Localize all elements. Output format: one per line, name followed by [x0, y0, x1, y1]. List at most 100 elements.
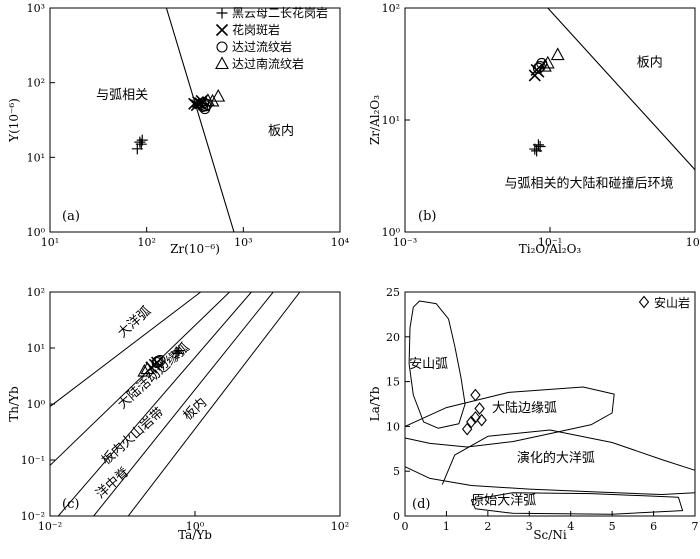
- x-tick-label: 6: [650, 520, 657, 533]
- y-axis-label: La/Yb: [368, 386, 382, 421]
- data-point-triangle: [550, 47, 565, 61]
- discrimination-line: [165, 7, 235, 233]
- data-point-plus: [170, 346, 182, 358]
- region-label: 板内火山岩带: [98, 404, 167, 468]
- region-label: 大洋弧: [115, 304, 154, 341]
- y-tick-label: 10²: [382, 2, 400, 15]
- field-boundary-line: [50, 292, 230, 466]
- tectonic-field-outline: [408, 300, 466, 429]
- tectonic-field-outline: [404, 386, 615, 448]
- legend-marker-plus: [216, 7, 228, 19]
- field-boundary-line: [50, 292, 202, 407]
- data-point-circle: [152, 355, 164, 367]
- region-label: 原始大洋弧: [471, 493, 536, 508]
- region-label: 板内: [268, 123, 294, 139]
- y-axis-label: Th/Yb: [7, 386, 21, 422]
- y-tick-label: 15: [386, 376, 400, 389]
- legend-marker-diamond: [638, 295, 650, 309]
- y-tick-label: 10⁰: [27, 226, 46, 239]
- data-point-circle: [151, 356, 163, 369]
- x-tick-label: 10²: [137, 236, 155, 249]
- data-point-plus: [134, 136, 146, 148]
- y-tick-label: 10⁰: [27, 398, 46, 411]
- data-point-diamond: [470, 388, 481, 402]
- plot-frame-3: [404, 291, 696, 517]
- field-boundary-line: [93, 292, 274, 516]
- legend-label: 安山岩: [654, 295, 690, 310]
- y-tick-label: 0: [393, 510, 400, 523]
- data-point-plus: [173, 345, 185, 357]
- panel-label: (a): [62, 209, 80, 224]
- legend-label: 达过南流纹岩: [232, 56, 304, 71]
- x-tick-label: 1: [443, 520, 450, 533]
- y-tick-label: 10: [386, 420, 400, 433]
- region-label: 板内: [637, 55, 663, 71]
- plot-frame-1: [404, 7, 696, 233]
- plot-frame-0: [49, 7, 341, 233]
- region-label: 洋中脊: [93, 465, 132, 502]
- y-axis-label: Zr/Al₂O₃: [368, 95, 382, 145]
- x-tick-label: 5: [609, 520, 616, 533]
- y-tick-label: 10²: [27, 77, 45, 90]
- tectonic-field-outline: [441, 429, 696, 485]
- tectonic-field-outline: [470, 492, 684, 515]
- field-boundary-line: [127, 292, 301, 516]
- data-point-triangle: [211, 88, 226, 102]
- x-tick-label: 10⁻³: [393, 236, 417, 249]
- data-point-triangle: [140, 361, 155, 375]
- x-axis-label: Sc/Ni: [533, 528, 566, 542]
- y-tick-label: 25: [386, 286, 400, 299]
- y-tick-label: 10¹: [382, 114, 400, 127]
- legend-label: 黑云母二长花岗岩: [232, 5, 328, 20]
- data-point-plus: [531, 145, 543, 157]
- x-tick-label: 10⁻²: [38, 520, 62, 533]
- x-axis-label: Ti₂O/Al₂O₃: [519, 242, 582, 256]
- data-point-triangle: [205, 93, 220, 107]
- x-axis-label: Zr(10⁻⁶): [170, 242, 220, 256]
- data-point-plus: [532, 139, 544, 151]
- x-tick-label: 10⁰: [186, 520, 205, 533]
- x-tick-label: 10³: [234, 236, 252, 249]
- region-label: 与弧相关的大陆和碰撞后环境: [504, 175, 673, 191]
- x-tick-label: 10²: [331, 520, 349, 533]
- x-tick-label: 0: [402, 520, 409, 533]
- data-point-plus: [135, 138, 147, 150]
- y-tick-label: 10³: [27, 2, 45, 15]
- y-tick-label: 10²: [27, 286, 45, 299]
- tectonic-field-outline: [404, 466, 696, 495]
- data-point-triangle: [200, 93, 215, 106]
- x-axis-label: Ta/Yb: [178, 528, 212, 542]
- panel-label: (d): [412, 497, 430, 512]
- y-tick-label: 10⁻²: [21, 510, 45, 523]
- region-label: 安山弧: [409, 357, 448, 372]
- discrimination-line: [547, 7, 696, 171]
- region-label: 大陆边缘弧: [492, 400, 557, 416]
- region-label: 与弧相关: [96, 88, 148, 103]
- x-tick-label: 7: [692, 520, 699, 533]
- data-point-diamond: [466, 415, 477, 429]
- x-tick-label: 2: [484, 520, 491, 533]
- x-tick-label: 10⁴: [331, 236, 350, 249]
- y-tick-label: 20: [386, 331, 400, 344]
- y-axis-label: Y(10⁻⁶): [7, 98, 21, 143]
- data-point-diamond: [474, 402, 485, 415]
- legend-label: 达过流纹岩: [232, 39, 292, 54]
- y-tick-label: 5: [393, 465, 400, 478]
- x-tick-label: 4: [567, 520, 574, 533]
- region-label: 演化的大洋弧: [517, 450, 595, 466]
- y-tick-label: 10¹: [27, 151, 45, 164]
- y-tick-label: 10⁻¹: [21, 454, 45, 467]
- legend-marker-circle: [216, 41, 228, 53]
- data-point-triangle: [540, 55, 555, 69]
- data-point-diamond: [476, 413, 487, 427]
- data-point-triangle: [137, 363, 152, 377]
- region-label: 板内: [180, 395, 210, 424]
- y-tick-label: 10¹: [27, 342, 45, 355]
- panel-label: (b): [418, 209, 436, 224]
- legend-marker-triangle: [215, 56, 229, 70]
- x-tick-label: 3: [526, 520, 533, 533]
- legend-marker-x: [215, 23, 229, 37]
- field-boundary-line: [57, 292, 252, 516]
- data-point-triangle: [537, 58, 552, 72]
